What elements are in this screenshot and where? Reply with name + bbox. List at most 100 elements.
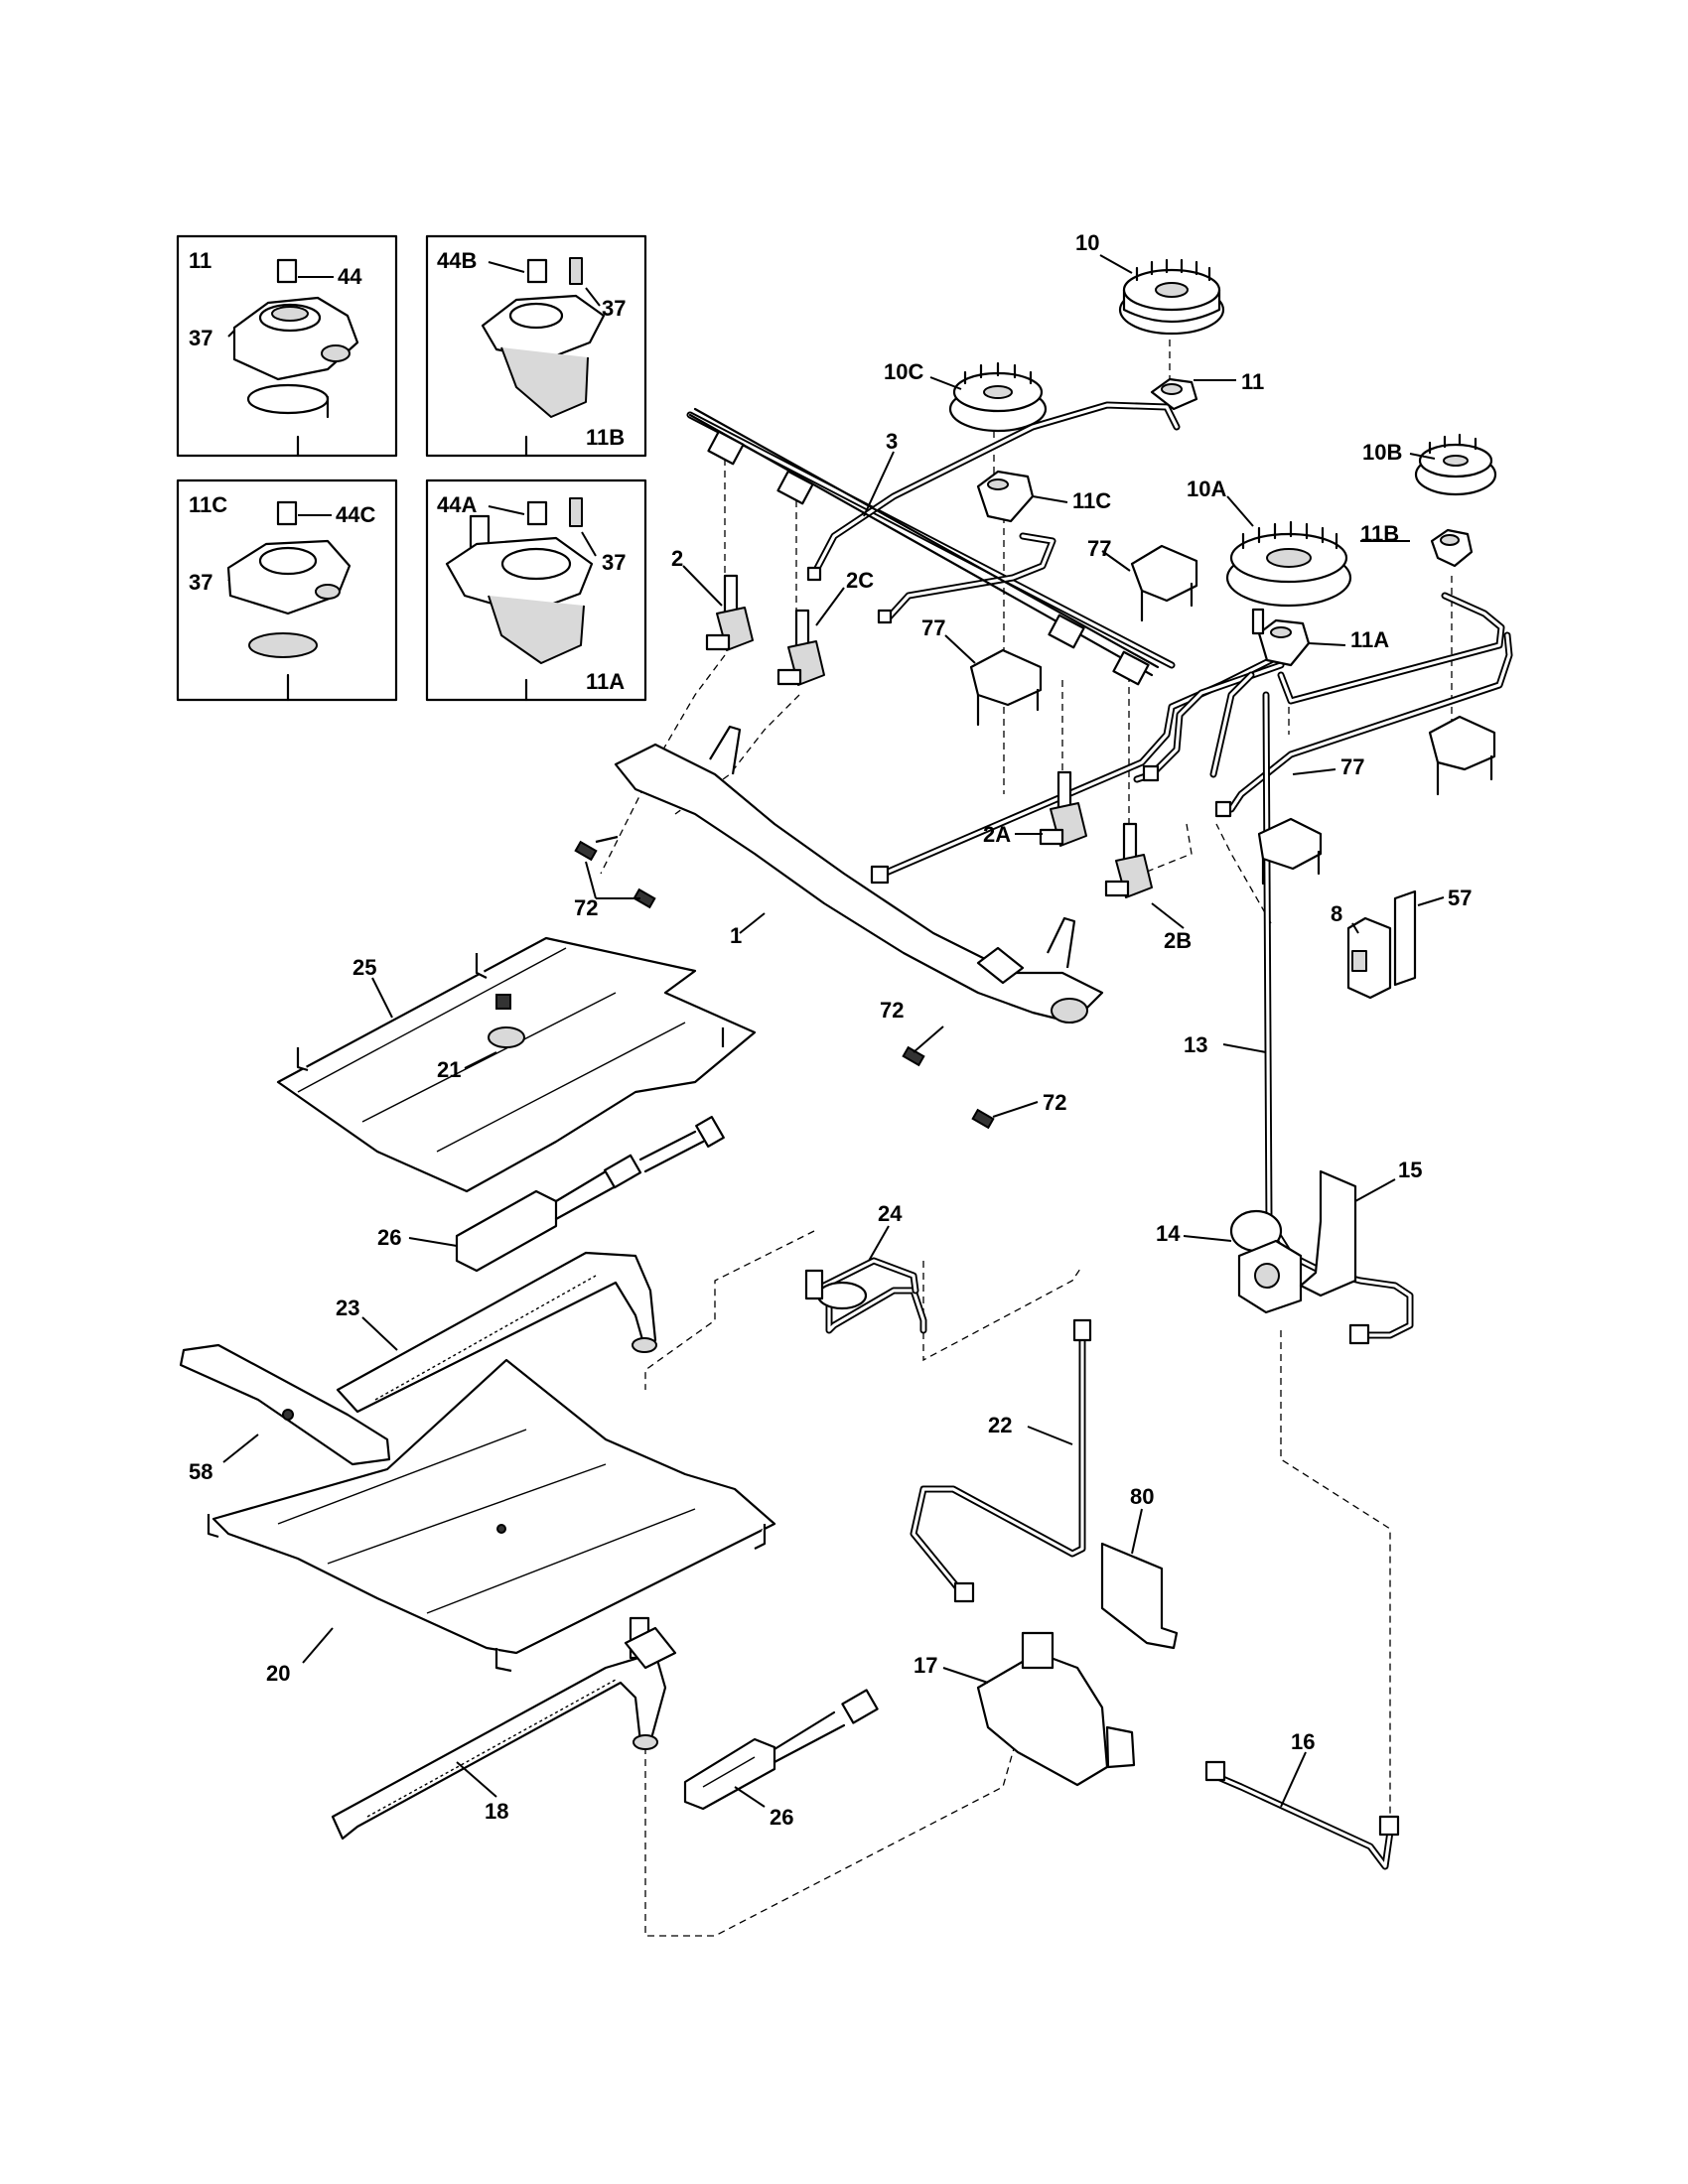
burner-head-11b	[1430, 528, 1474, 568]
callout-8: 8	[1331, 901, 1342, 926]
bracket-77	[1257, 817, 1323, 886]
detail-box-11c: 11C 44C 37	[176, 478, 398, 702]
gas-tubes	[686, 401, 1513, 1870]
callout-1: 1	[730, 923, 742, 948]
callout-leaders	[222, 254, 1445, 1808]
callout-10: 10	[1075, 230, 1099, 255]
callout-10c: 10C	[884, 359, 923, 384]
fittings	[806, 566, 1400, 1837]
broiler-pan-20	[207, 1358, 776, 1673]
nut-21	[495, 994, 511, 1010]
callout-26: 26	[770, 1805, 793, 1830]
callout-26: 26	[377, 1225, 401, 1250]
callout-25: 25	[352, 955, 376, 980]
callout-16: 16	[1291, 1729, 1315, 1754]
callout-77: 77	[921, 615, 945, 640]
callout-10b: 10B	[1362, 440, 1402, 465]
callout-14: 14	[1156, 1221, 1181, 1246]
igniter-26-lower	[683, 1689, 879, 1811]
callout-10a: 10A	[1187, 477, 1226, 501]
callout-72: 72	[1043, 1090, 1066, 1115]
detail-box-11a: 44A 37 11A	[425, 478, 647, 702]
callout-13: 13	[1184, 1032, 1207, 1057]
screw-72	[574, 840, 598, 862]
bracket-15	[1299, 1169, 1357, 1297]
valve-2c	[776, 609, 825, 686]
callout-17: 17	[914, 1653, 937, 1678]
broiler-shield-25	[276, 936, 757, 1193]
label-44a: 44A	[437, 492, 477, 517]
label-37: 37	[602, 296, 626, 321]
burner-cap-10	[1118, 258, 1225, 336]
label-11: 11	[189, 248, 211, 273]
label-11a: 11A	[586, 669, 625, 694]
label-44c: 44C	[336, 502, 375, 527]
callout-3: 3	[886, 429, 898, 454]
support-bracket-58	[179, 1343, 391, 1466]
label-44b: 44B	[437, 248, 477, 273]
callout-11a: 11A	[1350, 627, 1389, 652]
callout-24: 24	[878, 1201, 903, 1226]
label-37: 37	[189, 326, 212, 350]
callout-77: 77	[1087, 536, 1111, 561]
label-11c: 11C	[189, 492, 227, 517]
valve-2	[705, 574, 754, 651]
bracket-77	[1130, 544, 1198, 622]
burner-cap-10b	[1414, 433, 1497, 496]
screw-72	[902, 1045, 925, 1067]
callout-80: 80	[1130, 1484, 1154, 1509]
callout-23: 23	[336, 1296, 359, 1320]
burner-head-illustration	[226, 500, 352, 702]
bracket-77	[1428, 715, 1496, 796]
callout-57: 57	[1448, 886, 1472, 910]
valve-2a	[1039, 770, 1087, 847]
bracket-57	[1393, 889, 1417, 987]
screw-72	[971, 1108, 995, 1130]
safety-valve-17	[976, 1631, 1136, 1787]
bake-burner-23	[336, 1251, 657, 1414]
callout-2: 2	[671, 546, 683, 571]
label-44: 44	[338, 264, 362, 289]
valve-2b	[1104, 822, 1153, 898]
callout-72: 72	[574, 895, 598, 920]
callout-11: 11	[1241, 369, 1264, 394]
callout-58: 58	[189, 1459, 212, 1484]
callout-18: 18	[485, 1799, 508, 1824]
label-37: 37	[189, 570, 212, 595]
burner-cap-10a	[1225, 520, 1352, 608]
orifice-tube-24	[804, 1257, 919, 1310]
callout-77: 77	[1340, 754, 1364, 779]
bracket-80	[1100, 1542, 1179, 1650]
callout-15: 15	[1398, 1158, 1422, 1182]
burner-cap-10c	[948, 361, 1048, 433]
burner-head-illustration	[232, 258, 359, 458]
callout-22: 22	[988, 1413, 1012, 1437]
callout-2c: 2C	[846, 568, 874, 593]
burner-head-illustration	[481, 257, 606, 458]
burner-head-11a	[1251, 608, 1311, 667]
callout-2a: 2A	[983, 822, 1011, 847]
callout-72: 72	[880, 998, 904, 1023]
detail-box-11: 11 44 37	[176, 234, 398, 458]
burner-head-illustration	[445, 497, 594, 702]
label-11b: 11B	[586, 425, 625, 450]
callout-2b: 2B	[1164, 928, 1192, 953]
callout-11b: 11B	[1360, 521, 1399, 546]
detail-box-11b: 44B 37 11B	[425, 234, 647, 458]
screw-72	[633, 887, 656, 909]
burner-head-11	[1150, 377, 1198, 411]
callout-21: 21	[437, 1057, 461, 1082]
burner-head-11c	[976, 470, 1035, 523]
igniter-26-upper	[455, 1116, 725, 1273]
bracket-77	[969, 648, 1043, 727]
callout-20: 20	[266, 1661, 290, 1686]
ignition-switch-8	[1346, 916, 1392, 1000]
pressure-regulator-14	[1229, 1209, 1303, 1314]
bake-burner-18	[331, 1616, 677, 1841]
label-37: 37	[602, 550, 626, 575]
manifold-1	[595, 725, 1104, 1024]
callout-11c: 11C	[1072, 488, 1111, 513]
wire-harness	[688, 407, 1160, 686]
callout-labels: 10 11 10C 3 11C 10B 10A 11B 77 2 2C 77 1…	[189, 230, 1472, 1830]
